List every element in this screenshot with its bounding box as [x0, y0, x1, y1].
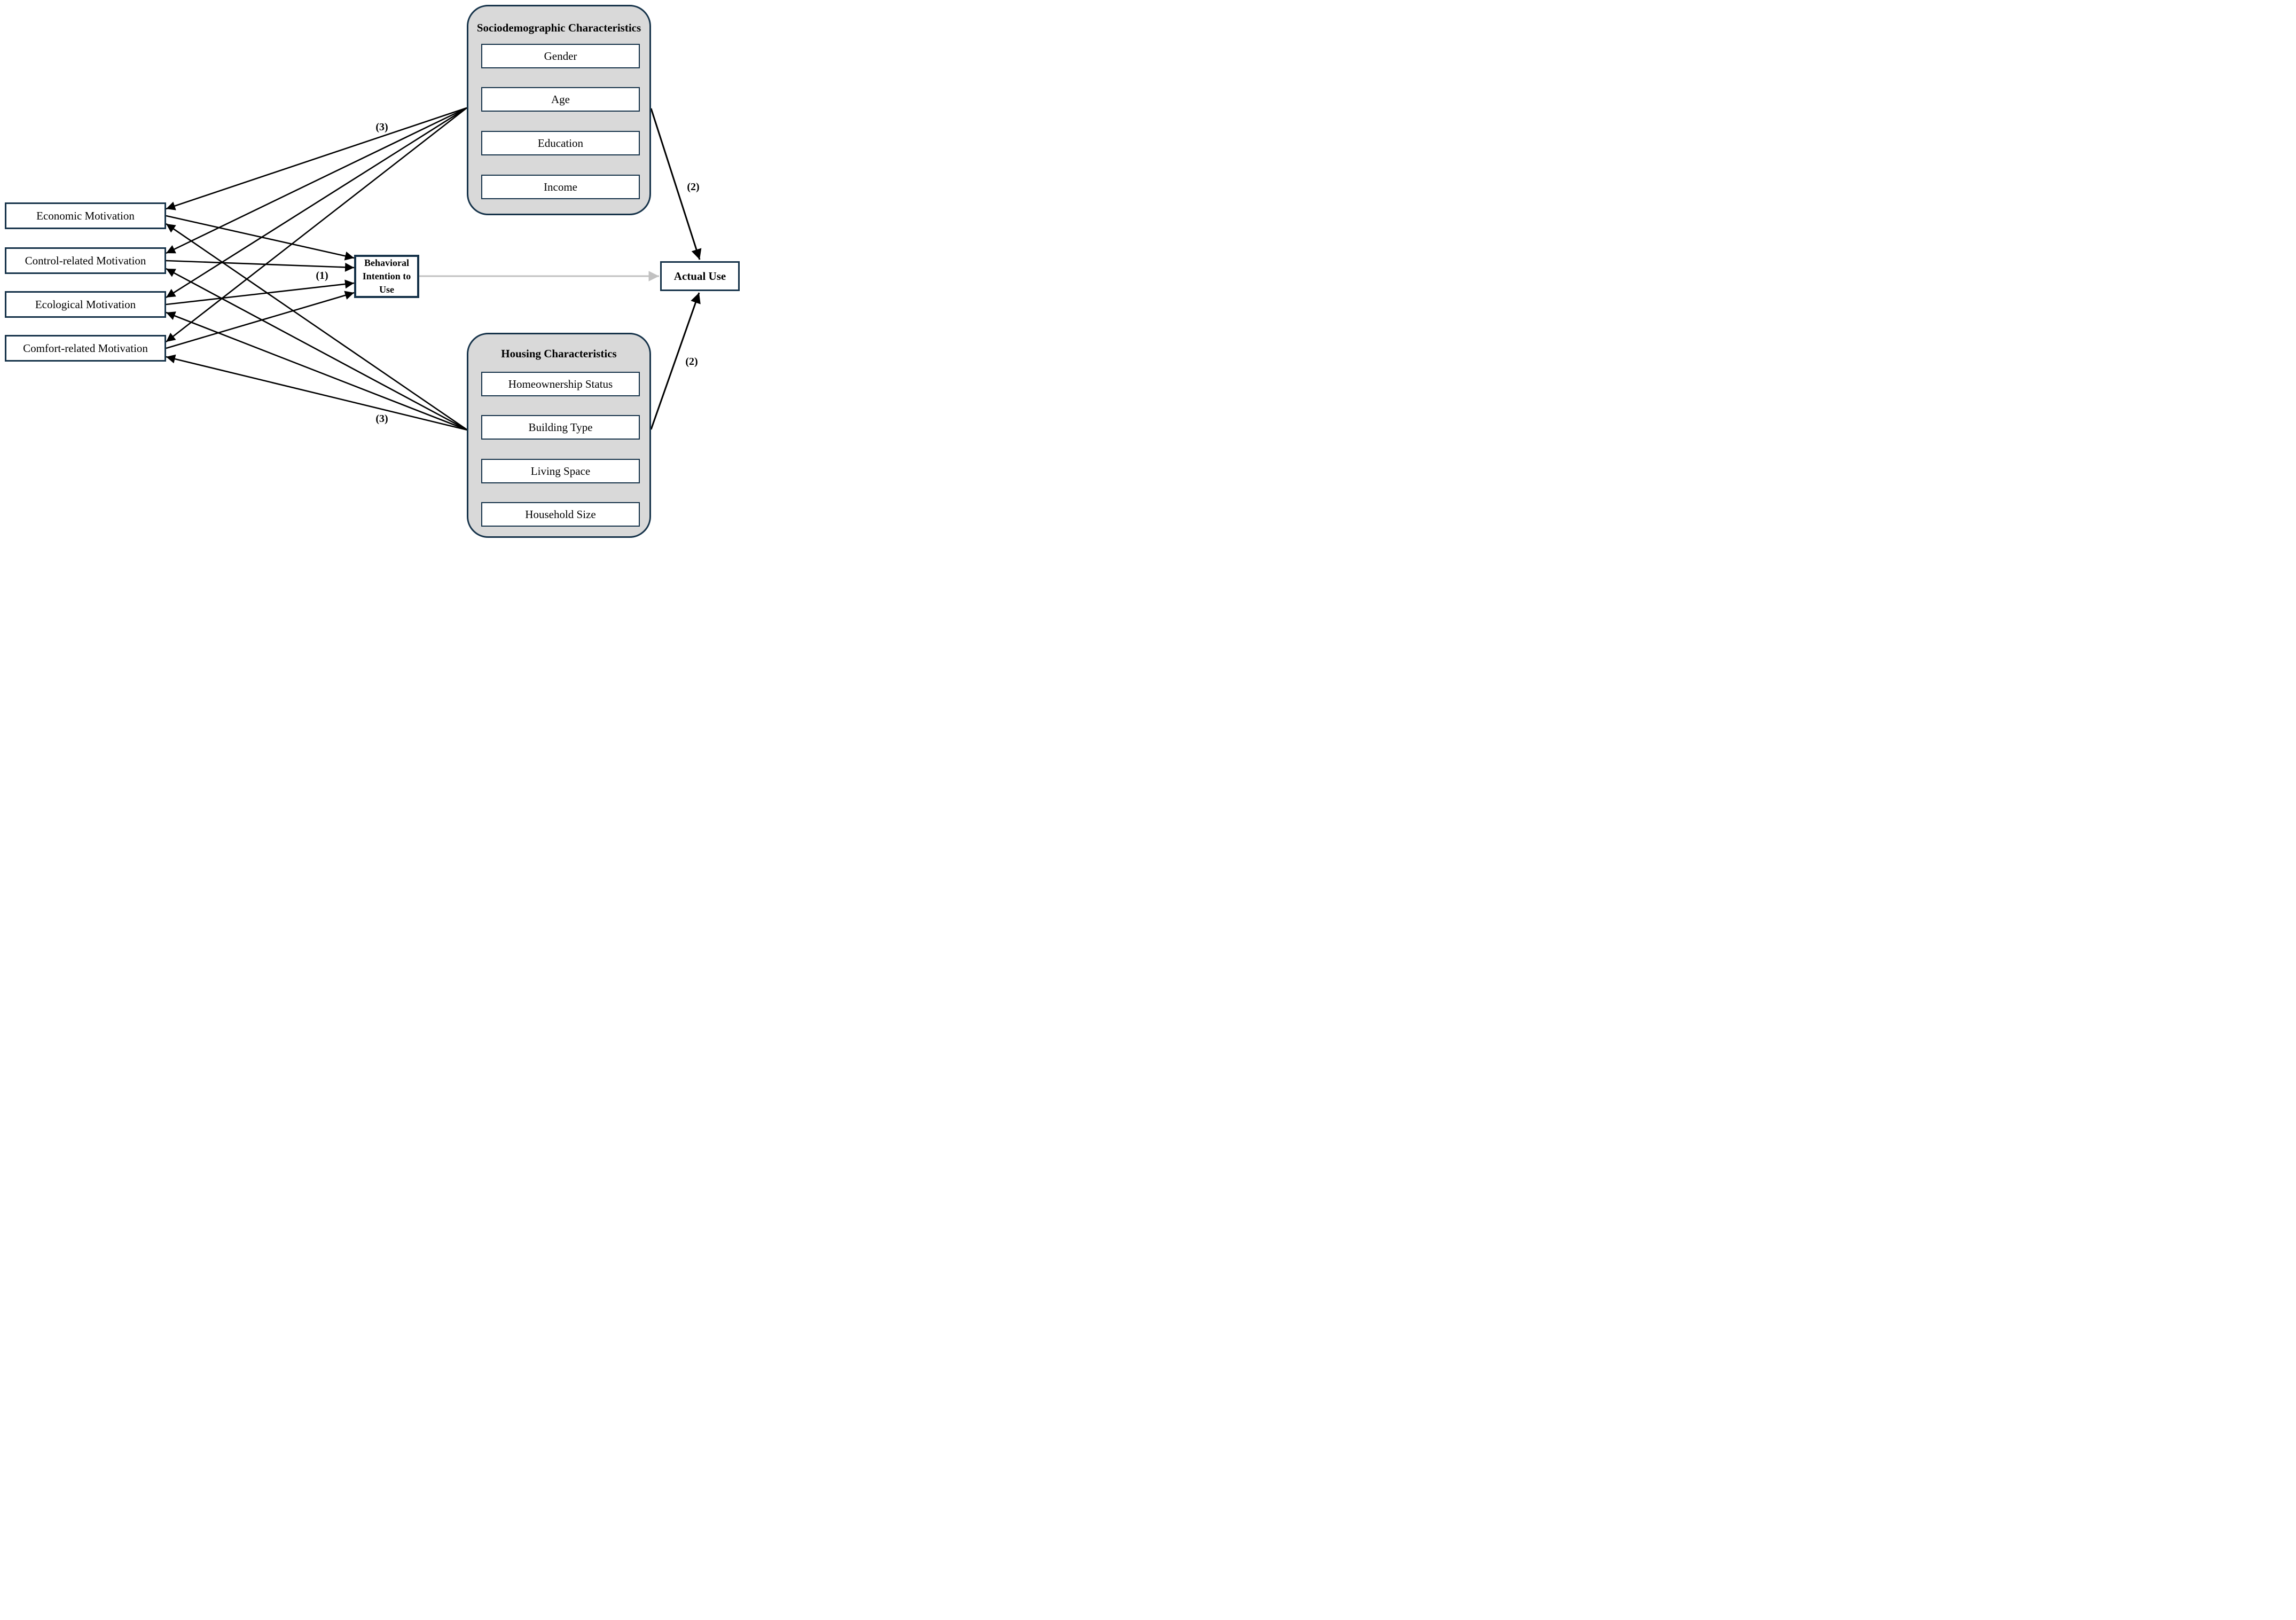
edge-socio-to-comfort: [166, 107, 467, 343]
node-label: Comfort-related Motivation: [23, 341, 148, 355]
path-label-3-bottom: (3): [375, 413, 388, 425]
item-gender: Gender: [481, 44, 640, 68]
group-housing-characteristics: Housing Characteristics Homeownership St…: [467, 333, 651, 538]
group-title: Housing Characteristics: [501, 347, 617, 360]
item-building-type: Building Type: [481, 415, 640, 440]
item-household-size: Household Size: [481, 502, 640, 527]
edge-control-to-intention: [166, 260, 355, 272]
edge-housing-to-economic: [166, 223, 468, 431]
node-label: Ecological Motivation: [35, 298, 136, 311]
path-label-1: (1): [316, 270, 328, 281]
edge-comfort-to-intention: [166, 291, 355, 349]
path-label-2-top: (2): [687, 181, 699, 193]
item-income: Income: [481, 175, 640, 199]
node-behavioral-intention: Behavioral Intention to Use: [354, 255, 419, 298]
node-label-line2: Intention to Use: [362, 271, 411, 295]
node-label: Actual Use: [673, 269, 726, 283]
edge-socio-to-economic: [166, 107, 467, 210]
node-label-line1: Behavioral: [364, 257, 409, 268]
edge-ecological-to-intention: [166, 279, 355, 306]
item-living-space: Living Space: [481, 459, 640, 483]
edge-economic-to-intention: [166, 215, 355, 261]
node-label: Control-related Motivation: [25, 254, 146, 267]
edges-layer: (3) (1) (2) (2) (3): [166, 107, 702, 431]
edge-socio-to-control: [166, 107, 467, 254]
edge-housing-to-control: [166, 268, 468, 431]
edge-socio-to-ecological: [166, 107, 467, 299]
item-age: Age: [481, 87, 640, 112]
node-comfort-related-motivation: Comfort-related Motivation: [5, 335, 166, 362]
item-homeownership-status: Homeownership Status: [481, 372, 640, 396]
node-actual-use: Actual Use: [660, 261, 740, 291]
group-title: Sociodemographic Characteristics: [476, 21, 641, 34]
edge-housing-to-ecological: [166, 311, 468, 431]
edge-housing-to-actual: [650, 292, 701, 430]
node-ecological-motivation: Ecological Motivation: [5, 291, 166, 318]
diagram-canvas: (3) (1) (2) (2) (3) Economic Motivation …: [0, 0, 765, 540]
item-education: Education: [481, 131, 640, 155]
edge-socio-to-actual: [650, 108, 702, 260]
group-sociodemographic-characteristics: Sociodemographic Characteristics Gender …: [467, 5, 651, 215]
node-economic-motivation: Economic Motivation: [5, 202, 166, 229]
path-label-3-top: (3): [375, 121, 388, 133]
path-label-2-bottom: (2): [685, 356, 698, 367]
edge-housing-to-comfort: [166, 354, 468, 431]
node-label: Economic Motivation: [36, 209, 135, 222]
node-control-related-motivation: Control-related Motivation: [5, 247, 166, 274]
